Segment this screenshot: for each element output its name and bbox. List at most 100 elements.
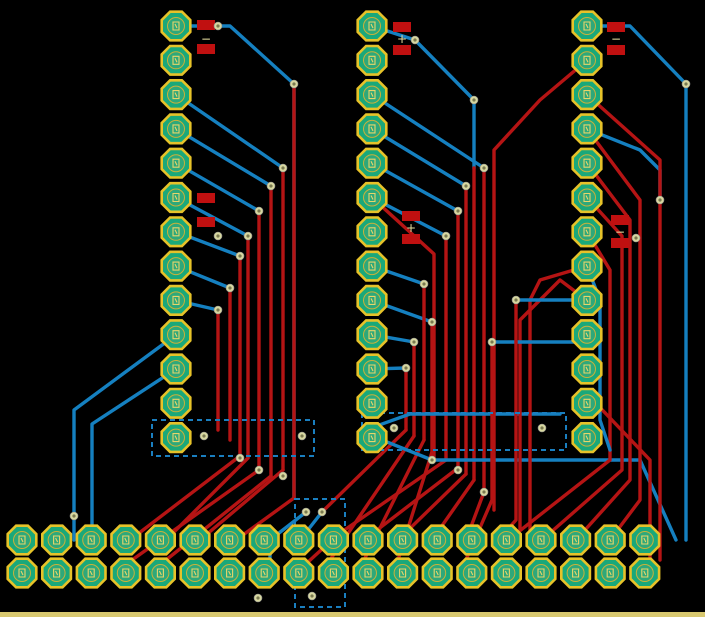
via-drill <box>540 426 544 430</box>
left-header-pin <box>160 44 192 76</box>
left-header-pin <box>160 216 192 248</box>
bottom-header-pin <box>525 557 557 589</box>
pad-marking <box>295 568 303 578</box>
pad-marking <box>172 364 180 374</box>
pad-marking <box>260 535 268 545</box>
pad-marking <box>583 158 591 168</box>
right-header-pin <box>571 387 603 419</box>
pad-marking <box>53 568 61 578</box>
bottom-header-pin <box>317 524 350 556</box>
pad-marking <box>122 535 130 545</box>
right-header-pin <box>571 319 603 351</box>
red-trace <box>128 454 242 542</box>
bottom-header-pin <box>594 557 626 589</box>
via-drill <box>246 234 250 238</box>
pad-marking <box>53 535 61 545</box>
pad-marking <box>226 568 234 578</box>
pad-marking <box>583 364 591 374</box>
bottom-header-pin <box>110 524 142 556</box>
pad-marking <box>172 124 180 134</box>
bottom-header-pin <box>283 524 315 556</box>
via-drill <box>404 366 408 370</box>
left-header-pin <box>160 421 192 454</box>
right-header-pin <box>571 113 603 145</box>
via-drill <box>304 510 308 514</box>
bottom-header-pin <box>456 524 488 556</box>
pad-marking <box>172 261 180 271</box>
pad-marking <box>399 568 407 578</box>
pad-marking <box>368 55 376 65</box>
blue-trace <box>370 434 678 542</box>
smd-pad <box>197 44 215 54</box>
pad-marking <box>368 364 376 374</box>
via-drill <box>269 184 273 188</box>
bottom-header-pin <box>629 524 661 556</box>
via-drill <box>216 24 220 28</box>
blue-trace <box>370 92 486 170</box>
bottom-header-pin <box>490 524 523 556</box>
right-header-pin <box>571 250 603 282</box>
middle-header-pin <box>356 421 388 454</box>
pad-marking <box>191 535 199 545</box>
left-header-pin <box>160 181 192 214</box>
via-drill <box>257 209 261 213</box>
pad-marking <box>368 227 376 237</box>
pad-marking <box>368 21 376 31</box>
middle-header-pin <box>356 216 388 248</box>
via-drill <box>281 166 285 170</box>
via-drill <box>684 82 688 86</box>
left-header-pin <box>160 250 192 282</box>
left-header-pin <box>160 319 192 351</box>
blue-trace <box>370 24 476 170</box>
pad-marking <box>606 535 614 545</box>
red-trace <box>585 92 662 562</box>
via-drill <box>456 209 460 213</box>
bottom-header-pin <box>40 557 73 589</box>
red-trace <box>574 161 632 542</box>
silk-minus-label: − <box>611 32 621 46</box>
vias-layer <box>69 21 691 603</box>
via-drill <box>412 340 416 344</box>
bottom-header-pin <box>386 557 419 589</box>
bottom-header-pin <box>525 524 557 556</box>
middle-header-pin <box>356 181 388 214</box>
bottom-header-pin <box>75 557 107 589</box>
via-drill <box>72 514 76 518</box>
pad-marking <box>172 90 180 100</box>
pad-marking <box>329 568 337 578</box>
pad-marking <box>172 227 180 237</box>
pad-marking <box>368 398 376 408</box>
pad-marking <box>537 535 545 545</box>
bottom-header-pin <box>421 524 453 556</box>
right-header-pin <box>571 181 603 214</box>
smd-pad <box>611 215 629 225</box>
middle-header-pin <box>356 147 388 179</box>
middle-header-pin <box>356 250 388 282</box>
pad-marking <box>583 21 591 31</box>
blue-trace <box>174 92 285 170</box>
red-trace <box>585 127 642 542</box>
pad-marking <box>18 535 26 545</box>
pad-marking <box>583 261 591 271</box>
pad-marking <box>468 535 476 545</box>
pad-marking <box>368 90 376 100</box>
via-drill <box>482 490 486 494</box>
smd-pad <box>607 45 625 55</box>
smd-pad <box>393 22 411 32</box>
silk-minus-label: − <box>615 225 625 239</box>
via-drill <box>514 298 518 302</box>
bottom-header-pin <box>214 524 246 556</box>
pad-marking <box>172 330 180 340</box>
middle-header-pin <box>356 79 388 111</box>
bottom-header-pin <box>179 557 211 589</box>
middle-header-pin <box>356 44 388 76</box>
silk-minus-label: − <box>201 32 211 46</box>
via-drill <box>482 166 486 170</box>
blue-trace <box>72 333 178 542</box>
keepout-left <box>151 419 315 457</box>
left-header-pin <box>160 113 192 145</box>
bottom-header-pin <box>559 524 592 556</box>
blue-trace <box>174 127 273 188</box>
silkscreen-layer: − + + − − <box>201 32 625 239</box>
